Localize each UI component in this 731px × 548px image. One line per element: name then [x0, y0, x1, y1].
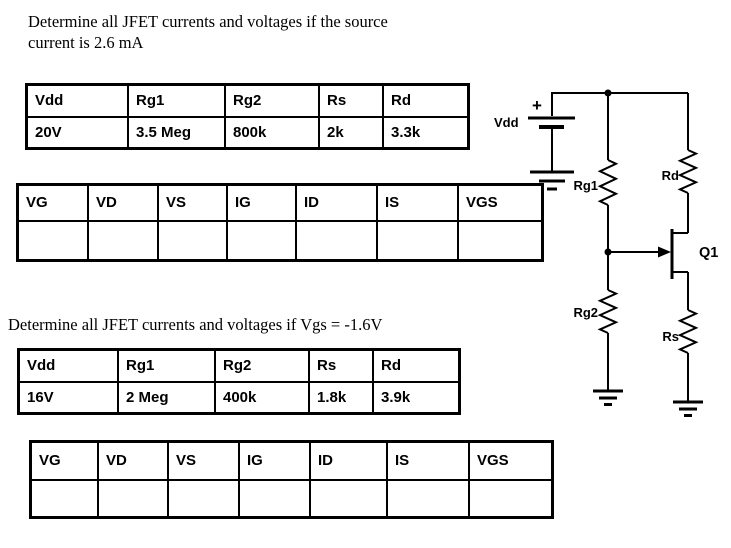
table-row	[29, 478, 554, 519]
result-value-cell	[87, 219, 159, 262]
param-value-cell: 16V	[17, 380, 119, 415]
param-value-cell: 2k	[318, 115, 384, 150]
rg1-label: Rg1	[573, 178, 598, 193]
result-header-cell: VD	[97, 440, 169, 481]
param-value-cell: 20V	[25, 115, 129, 150]
param-value-cell: 800k	[224, 115, 320, 150]
ground-icon	[593, 389, 623, 406]
param-value-cell: 3.3k	[382, 115, 470, 150]
problem1-results-table: VG VD VS IG ID IS VGS	[16, 183, 544, 262]
ground-icon	[530, 170, 574, 191]
problem2-results-table: VG VD VS IG ID IS VGS	[29, 440, 554, 519]
param-header-cell: Rd	[372, 348, 461, 383]
resistor-rd	[677, 149, 699, 194]
table-row: VG VD VS IG ID IS VGS	[16, 183, 544, 222]
param-value-cell: 3.9k	[372, 380, 461, 415]
result-header-cell: IS	[376, 183, 459, 222]
result-value-cell	[376, 219, 459, 262]
param-header-cell: Rg1	[127, 83, 226, 118]
result-header-cell: IG	[238, 440, 311, 481]
resistor-rs	[677, 309, 699, 354]
param-header-cell: Vdd	[17, 348, 119, 383]
problem1-params-table: Vdd Rg1 Rg2 Rs Rd 20V 3.5 Meg 800k 2k 3.…	[25, 83, 470, 150]
result-header-cell: VGS	[457, 183, 544, 222]
resistor-rg2	[597, 289, 619, 334]
problem2-params-table: Vdd Rg1 Rg2 Rs Rd 16V 2 Meg 400k 1.8k 3.…	[17, 348, 461, 415]
problem1-title: Determine all JFET currents and voltages…	[28, 11, 388, 53]
result-header-cell: VG	[16, 183, 89, 222]
param-header-cell: Rg2	[224, 83, 320, 118]
param-value-cell: 3.5 Meg	[127, 115, 226, 150]
result-value-cell	[295, 219, 378, 262]
table-row	[16, 219, 544, 262]
result-value-cell	[386, 478, 470, 519]
result-value-cell	[457, 219, 544, 262]
result-header-cell: VG	[29, 440, 99, 481]
result-value-cell	[157, 219, 228, 262]
table-row: 20V 3.5 Meg 800k 2k 3.3k	[25, 115, 470, 150]
problem2-title: Determine all JFET currents and voltages…	[8, 315, 383, 334]
rs-label: Rs	[662, 329, 679, 344]
param-header-cell: Rd	[382, 83, 470, 118]
table-row: VG VD VS IG ID IS VGS	[29, 440, 554, 481]
ground-icon	[673, 400, 703, 417]
problem1-title-line1: Determine all JFET currents and voltages…	[28, 12, 388, 31]
rd-label: Rd	[662, 168, 679, 183]
table-row: 16V 2 Meg 400k 1.8k 3.9k	[17, 380, 461, 415]
result-header-cell: VS	[167, 440, 240, 481]
result-header-cell: IS	[386, 440, 470, 481]
result-header-cell: VD	[87, 183, 159, 222]
param-header-cell: Rs	[318, 83, 384, 118]
result-header-cell: ID	[309, 440, 388, 481]
result-header-cell: VGS	[468, 440, 554, 481]
result-value-cell	[29, 478, 99, 519]
param-value-cell: 400k	[214, 380, 310, 415]
param-value-cell: 1.8k	[308, 380, 374, 415]
result-value-cell	[238, 478, 311, 519]
result-value-cell	[468, 478, 554, 519]
param-header-cell: Rs	[308, 348, 374, 383]
param-value-cell: 2 Meg	[117, 380, 216, 415]
table-row: Vdd Rg1 Rg2 Rs Rd	[25, 83, 470, 118]
vdd-label: Vdd	[494, 115, 519, 130]
result-value-cell	[97, 478, 169, 519]
q1-label: Q1	[699, 245, 718, 261]
resistor-rg1	[597, 159, 619, 206]
battery-vdd: +	[528, 96, 575, 171]
result-header-cell: ID	[295, 183, 378, 222]
param-header-cell: Rg2	[214, 348, 310, 383]
result-value-cell	[167, 478, 240, 519]
top-rail-wire	[551, 92, 688, 116]
result-value-cell	[226, 219, 297, 262]
battery-plus-icon: +	[532, 96, 542, 115]
result-value-cell	[309, 478, 388, 519]
problem1-title-line2: current is 2.6 mA	[28, 33, 144, 52]
param-header-cell: Rg1	[117, 348, 216, 383]
jfet-q1	[608, 229, 688, 279]
jfet-circuit-diagram: + Vdd Rg1 Rg2	[480, 75, 731, 430]
param-header-cell: Vdd	[25, 83, 129, 118]
result-header-cell: IG	[226, 183, 297, 222]
result-value-cell	[16, 219, 89, 262]
rg2-label: Rg2	[573, 305, 598, 320]
result-header-cell: VS	[157, 183, 228, 222]
table-row: Vdd Rg1 Rg2 Rs Rd	[17, 348, 461, 383]
gate-arrow-icon	[658, 246, 671, 258]
